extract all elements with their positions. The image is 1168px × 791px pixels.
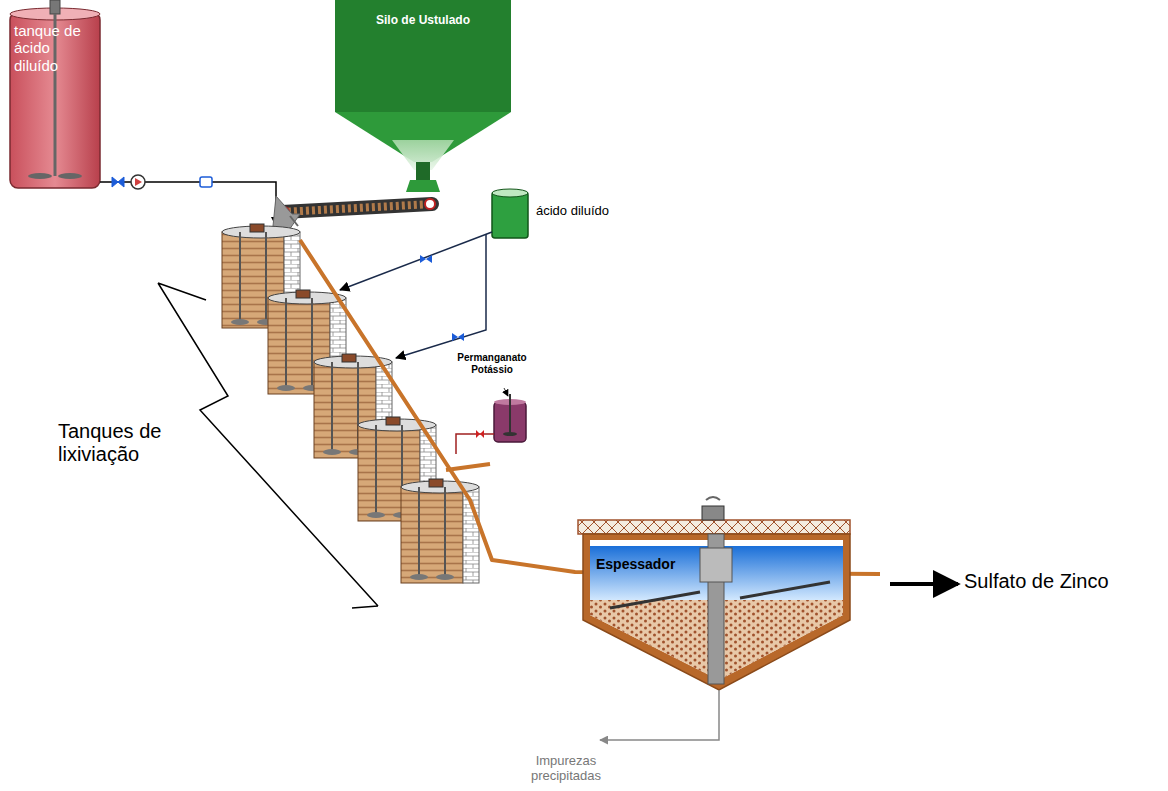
leaching-tank-part — [265, 232, 267, 324]
permanganate-tank-part — [503, 432, 517, 436]
acid-tank-part — [28, 173, 52, 179]
node-text: Permanganato Potássio — [452, 352, 532, 375]
leaching-tank-part — [311, 298, 313, 390]
conveyor-belt-part — [290, 216, 298, 226]
overflow-pipe-part — [300, 240, 880, 574]
group-bracket — [158, 283, 378, 608]
overflow-pipe-part — [446, 464, 490, 470]
overflow-pipe — [300, 240, 880, 574]
permanganate-tank-part — [456, 434, 494, 454]
permanganate-tank-part — [476, 430, 484, 438]
leaching-tank-part — [239, 232, 241, 324]
acid-can-part — [340, 232, 492, 290]
node-text: ácido diluído — [536, 204, 656, 219]
leaching-tank-part — [444, 487, 446, 579]
silo-part — [406, 180, 440, 192]
acid-can-part — [492, 192, 528, 238]
acid-feed-pipe-part — [131, 175, 145, 189]
thickener-part — [578, 520, 850, 534]
leaching-tank-part — [250, 224, 264, 232]
thickener-part — [890, 582, 958, 586]
leaching-tank-part — [323, 449, 341, 455]
thickener-part — [583, 534, 850, 690]
reagent-tank-node: Permanganato Potássio — [452, 352, 532, 375]
acid-can-part — [420, 255, 432, 263]
permanganate-tank-part — [509, 394, 511, 434]
conveyor-belt-part — [282, 204, 432, 212]
thickener-part — [702, 506, 724, 520]
leaching-tank-part — [331, 362, 333, 454]
acid-can-node: ácido diluído — [536, 204, 656, 219]
residue-label: Impurezas precipitadas — [526, 754, 606, 784]
leaching-tank-part — [436, 574, 454, 580]
leaching-tank-part — [296, 290, 310, 298]
leaching-tank-part — [342, 354, 356, 362]
leaching-tank-part — [429, 479, 443, 487]
leaching-tank-part — [277, 385, 295, 391]
conveyor-belt-part — [425, 199, 435, 209]
tank-label-node: tanque de ácido diluído — [14, 22, 96, 74]
leaching-tank-part — [386, 417, 400, 425]
acid-can — [340, 189, 528, 358]
leaching-tank-part — [410, 574, 428, 580]
leaching-tanks — [222, 224, 479, 583]
label-text: Impurezas precipitadas — [526, 754, 606, 784]
acid-tank — [10, 0, 100, 188]
acid-can-part — [492, 189, 528, 197]
silo — [335, 0, 511, 192]
silo-part — [335, 0, 511, 112]
permanganate-tank-part — [504, 388, 508, 396]
leaching-tank-part — [231, 319, 249, 325]
silo-node: Silo de Ustulado — [345, 14, 501, 28]
node-text: Silo de Ustulado — [345, 14, 501, 28]
acid-can-part — [452, 333, 464, 341]
label-text: Tanques de lixiviação — [58, 420, 188, 466]
permanganate-tank — [456, 388, 526, 454]
product-label: Sulfato de Zinco — [964, 570, 1164, 593]
acid-feed-pipe-part — [100, 182, 276, 226]
leaching-tank-part — [418, 487, 420, 579]
acid-tank-part — [58, 173, 82, 179]
node-text: Espessador — [596, 556, 706, 572]
thickener-part — [700, 548, 732, 582]
acid-feed-pipe-part — [135, 178, 142, 186]
node-text: tanque de ácido diluído — [14, 22, 96, 74]
thickener-part — [706, 497, 720, 500]
leaching-tank-part — [375, 425, 377, 517]
acid-feed-pipe-part — [112, 177, 124, 187]
thickener — [578, 497, 958, 740]
conveyor-belt-part — [282, 204, 432, 212]
leaching-tank-part — [367, 512, 385, 518]
acid-can-part — [396, 234, 486, 358]
thickener-part — [600, 690, 719, 740]
label-text: Sulfato de Zinco — [964, 570, 1164, 593]
silo-part — [416, 162, 430, 180]
group-label: Tanques de lixiviação — [58, 420, 188, 466]
acid-feed-pipe — [100, 175, 276, 226]
acid-tank-part — [10, 12, 100, 188]
acid-tank-part — [50, 0, 60, 14]
thickener-node: Espessador — [596, 556, 706, 572]
leaching-tank-part — [285, 298, 287, 390]
acid-feed-pipe-part — [200, 177, 212, 187]
leaching-tank-part — [401, 487, 463, 583]
